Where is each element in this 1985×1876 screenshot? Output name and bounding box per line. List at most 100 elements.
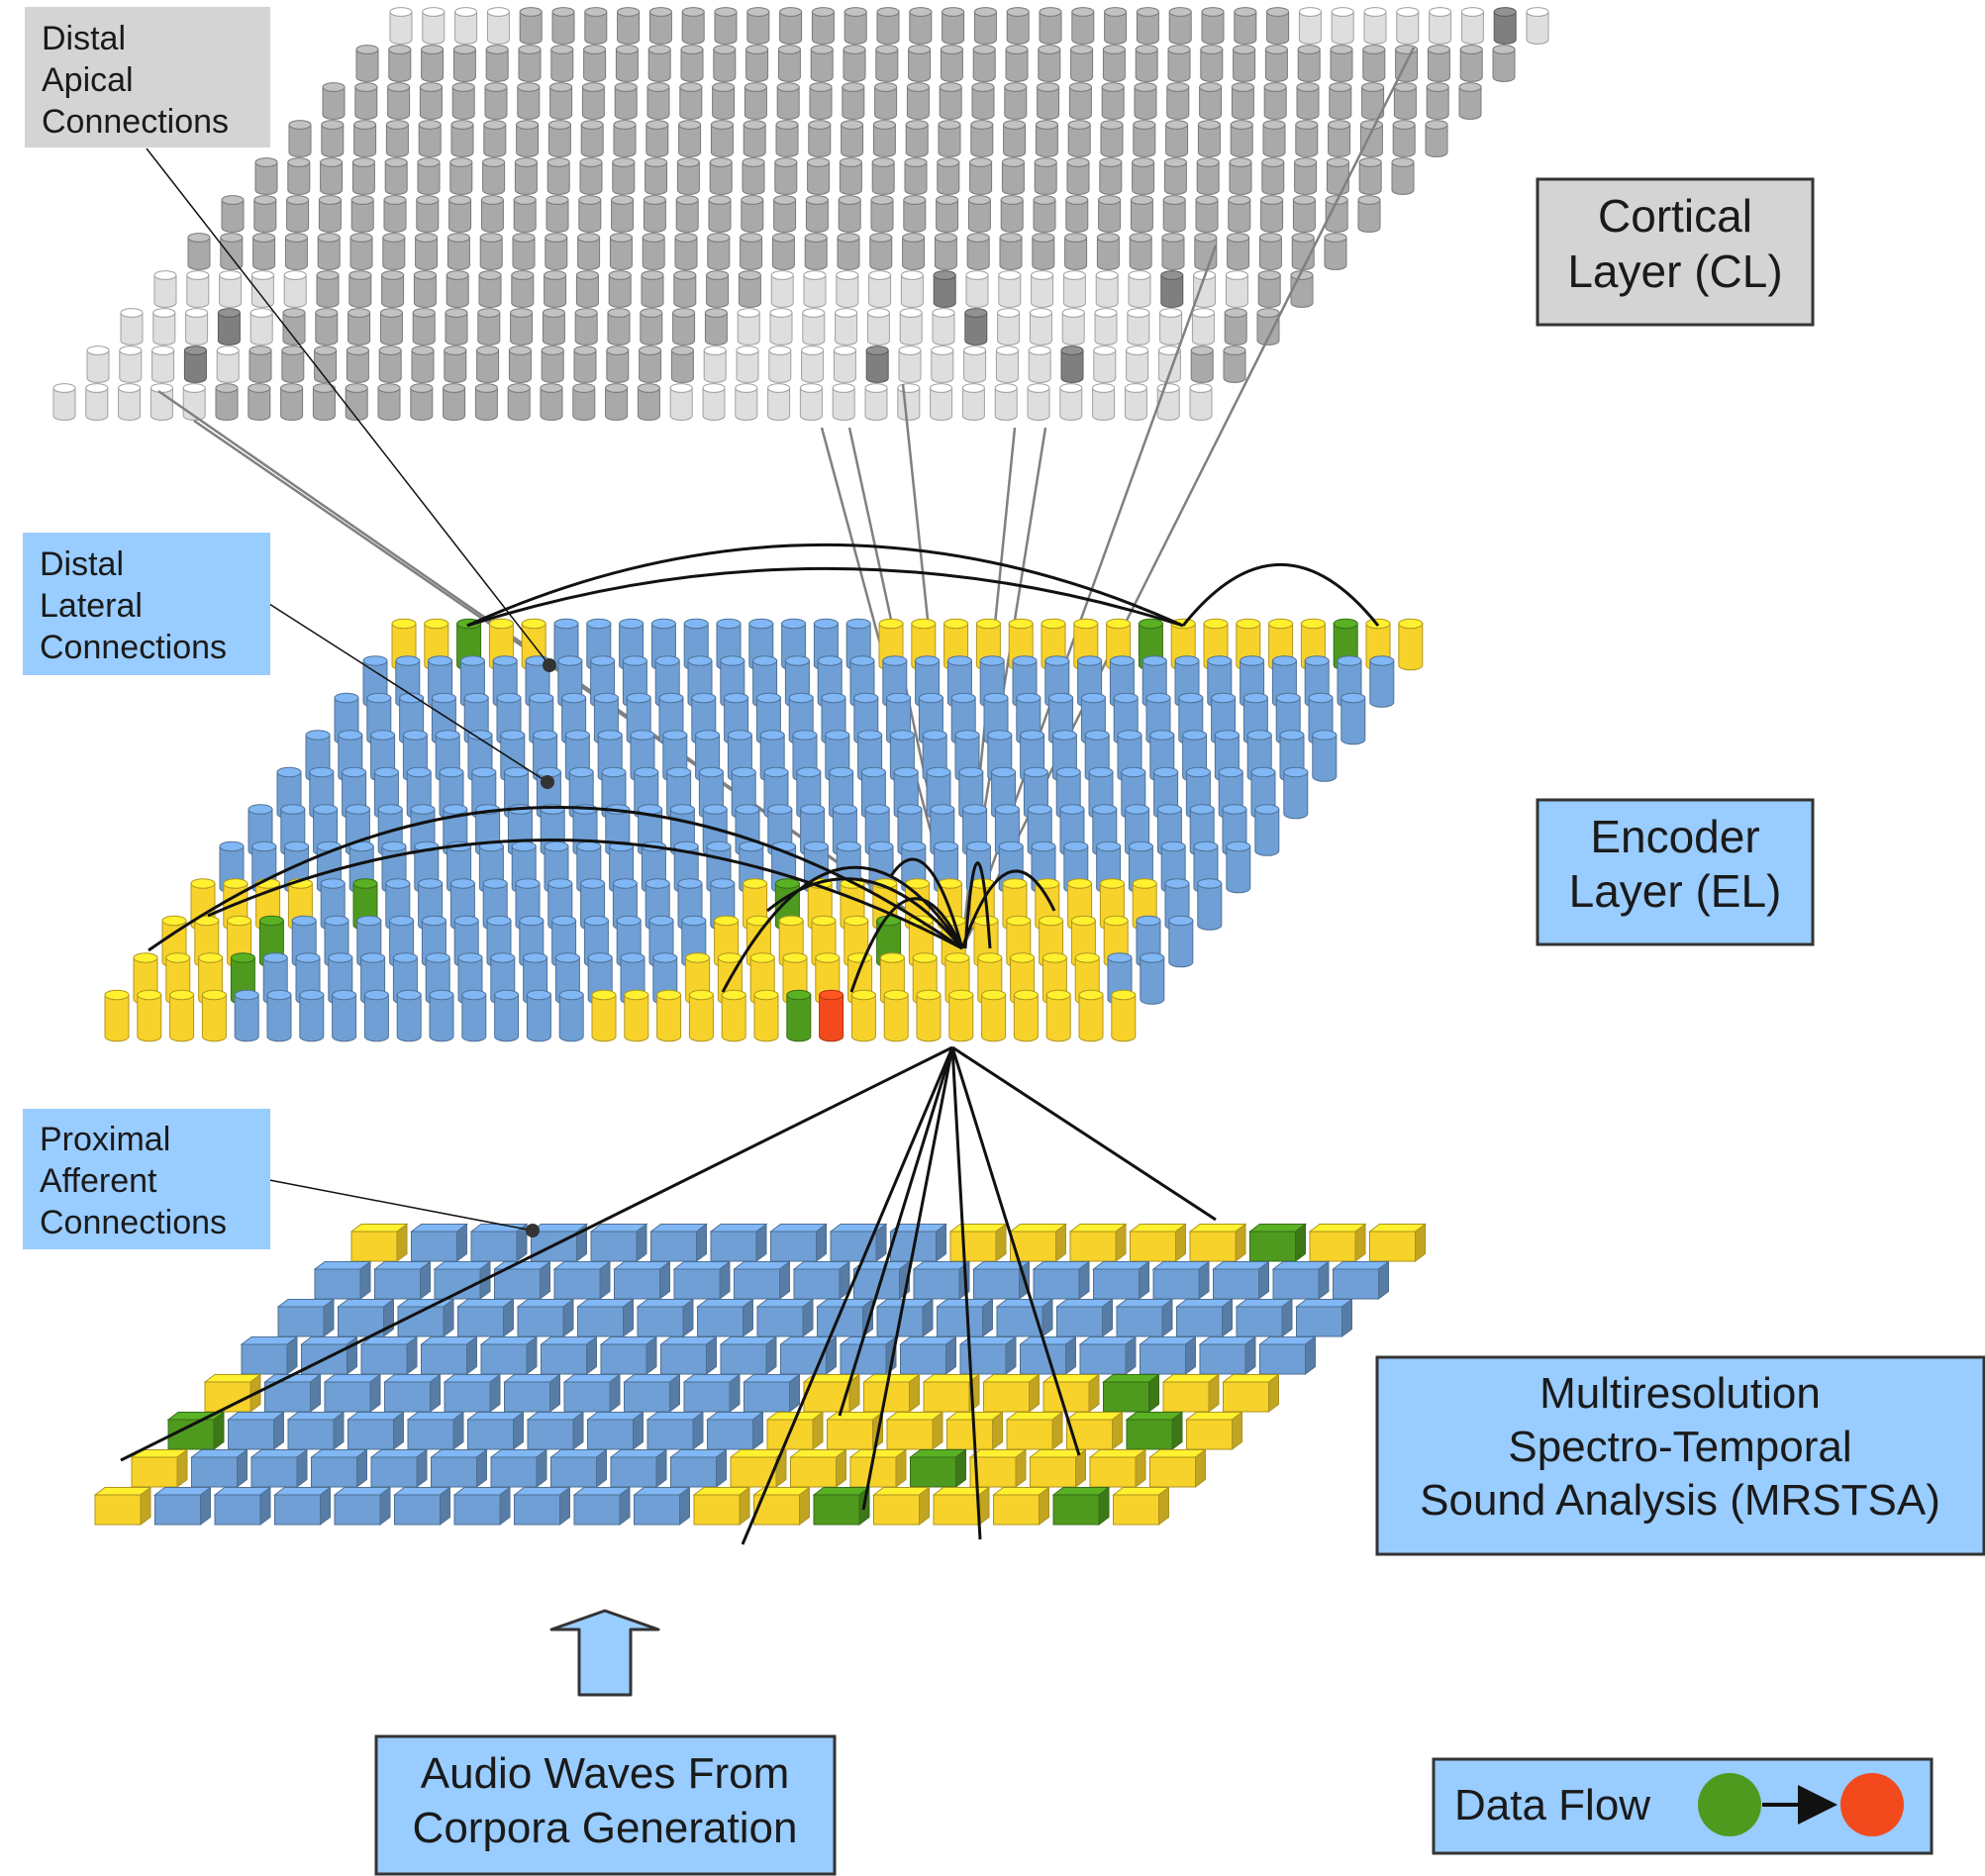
cortical-column bbox=[939, 82, 962, 120]
proximal-afferent-line2: Afferent bbox=[40, 1162, 157, 1200]
cortical-column bbox=[316, 270, 340, 308]
cortical-column bbox=[647, 45, 671, 82]
mrstsa-cell bbox=[936, 1298, 994, 1337]
cortical-column bbox=[613, 120, 637, 157]
encoder-column bbox=[1226, 840, 1251, 894]
cortical-column bbox=[865, 346, 889, 383]
cortical-column bbox=[645, 157, 668, 195]
cortical-column bbox=[870, 195, 894, 233]
cortical-column bbox=[345, 383, 368, 421]
distal-lateral-line3: Connections bbox=[40, 629, 227, 666]
cortical-column bbox=[1037, 82, 1060, 120]
cortical-column bbox=[572, 383, 596, 421]
afferent-connection-line bbox=[861, 1046, 954, 1511]
cortical-column bbox=[615, 45, 639, 82]
cortical-column bbox=[1159, 308, 1183, 346]
cortical-column bbox=[280, 383, 304, 421]
cortical-column bbox=[551, 7, 575, 45]
mrstsa-cell bbox=[692, 1486, 751, 1526]
cortical-column bbox=[584, 7, 608, 45]
cortical-column bbox=[942, 7, 965, 45]
cortical-column bbox=[1195, 195, 1219, 233]
cortical-column bbox=[516, 120, 540, 157]
cortical-column bbox=[318, 195, 342, 233]
mrstsa-cell bbox=[672, 1260, 732, 1300]
cortical-column bbox=[1135, 45, 1158, 82]
encoder-column bbox=[332, 989, 357, 1042]
mrstsa-cell bbox=[659, 1335, 718, 1375]
cortical-column bbox=[1035, 120, 1058, 157]
encoder-column bbox=[1078, 989, 1104, 1042]
lateral-connection-arc bbox=[963, 861, 992, 949]
cortical-column bbox=[775, 120, 799, 157]
cortical-column bbox=[1191, 308, 1215, 346]
cortical-column bbox=[905, 120, 929, 157]
cortical-column bbox=[1136, 7, 1159, 45]
cortical-column bbox=[642, 233, 665, 270]
mrstsa-cell bbox=[456, 1298, 515, 1337]
cortical-column bbox=[546, 157, 570, 195]
cortical-column bbox=[541, 346, 564, 383]
cortical-column bbox=[1064, 233, 1088, 270]
cortical-column bbox=[844, 7, 867, 45]
encoder-column bbox=[883, 989, 909, 1042]
cortical-column bbox=[1228, 195, 1251, 233]
cortical-column bbox=[1326, 157, 1349, 195]
cortical-column bbox=[575, 270, 599, 308]
mrstsa-cell bbox=[589, 1223, 648, 1262]
cortical-column bbox=[771, 233, 795, 270]
cortical-column bbox=[606, 346, 630, 383]
mrstsa-cell bbox=[752, 1486, 811, 1526]
mrstsa-cell bbox=[549, 1448, 608, 1488]
cortical-column bbox=[1034, 157, 1057, 195]
cortical-column bbox=[443, 383, 466, 421]
cortical-column bbox=[182, 383, 206, 421]
cortical-column bbox=[583, 45, 607, 82]
cortical-column bbox=[674, 233, 698, 270]
cortical-column bbox=[1099, 157, 1123, 195]
cortical-column bbox=[519, 7, 543, 45]
mrstsa-cell bbox=[347, 1411, 405, 1450]
cortical-column bbox=[512, 233, 536, 270]
mrstsa-line1: Multiresolution bbox=[1539, 1369, 1821, 1418]
cortical-column bbox=[898, 346, 922, 383]
cortical-column bbox=[672, 308, 696, 346]
mrstsa-cell bbox=[743, 1373, 801, 1413]
cortical-column bbox=[707, 233, 731, 270]
cortical-column bbox=[676, 157, 700, 195]
encoder-column bbox=[1013, 989, 1039, 1042]
cortical-column bbox=[217, 308, 241, 346]
cortical-column bbox=[317, 233, 341, 270]
cortical-column bbox=[777, 45, 801, 82]
cortical-column bbox=[838, 195, 861, 233]
cortical-column bbox=[1263, 82, 1287, 120]
cortical-column bbox=[351, 157, 375, 195]
cortical-column bbox=[708, 195, 732, 233]
cortical-column bbox=[1492, 45, 1516, 82]
mrstsa-cell bbox=[769, 1223, 828, 1262]
cortical-column bbox=[673, 270, 697, 308]
cortical-column bbox=[608, 270, 632, 308]
cortical-column bbox=[1429, 7, 1452, 45]
encoder-column bbox=[1045, 989, 1071, 1042]
mrstsa-cell bbox=[572, 1486, 632, 1526]
distal-apical-label: Distal Apical Connections bbox=[25, 7, 270, 148]
mrstsa-cell bbox=[430, 1448, 488, 1488]
lateral-connection-arc bbox=[960, 869, 1056, 949]
cortical-column bbox=[1168, 7, 1192, 45]
mrstsa-cell bbox=[789, 1448, 847, 1488]
encoder-column bbox=[850, 989, 876, 1042]
cortical-column bbox=[1426, 82, 1449, 120]
mrstsa-cell bbox=[1078, 1335, 1138, 1375]
mrstsa-cell bbox=[513, 1486, 571, 1526]
cortical-column bbox=[346, 346, 369, 383]
cortical-column bbox=[283, 270, 307, 308]
cortical-column bbox=[803, 270, 827, 308]
cortical-column bbox=[969, 157, 993, 195]
cortical-column bbox=[1098, 195, 1122, 233]
cortical-column bbox=[513, 195, 537, 233]
mrstsa-cell bbox=[899, 1335, 957, 1375]
cortical-column bbox=[215, 383, 239, 421]
cortical-column bbox=[250, 270, 274, 308]
encoder-column bbox=[169, 989, 195, 1042]
